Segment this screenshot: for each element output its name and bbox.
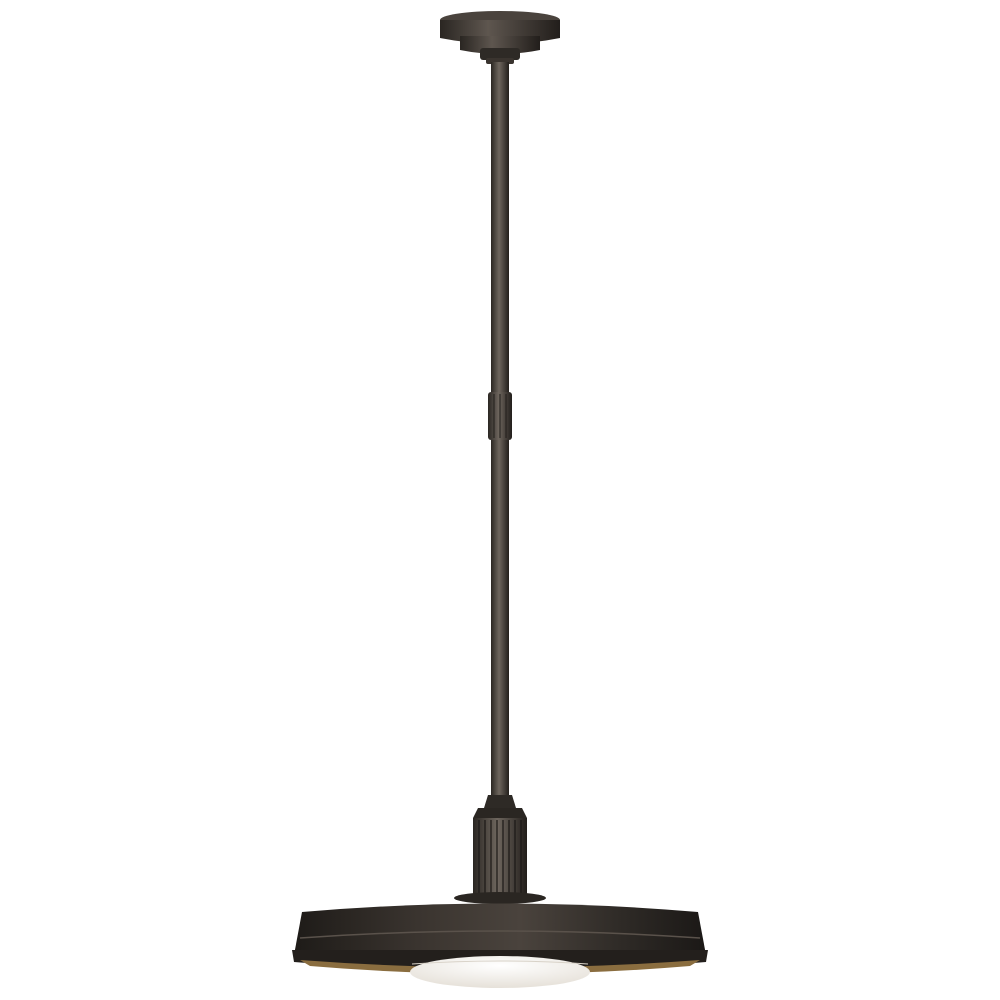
- ceiling-canopy: [440, 11, 560, 64]
- downrod-lower: [491, 440, 509, 800]
- socket-cover: [454, 795, 546, 904]
- glass-diffuser: [410, 956, 590, 988]
- rod-coupler: [488, 392, 512, 440]
- downrod-upper: [491, 62, 509, 394]
